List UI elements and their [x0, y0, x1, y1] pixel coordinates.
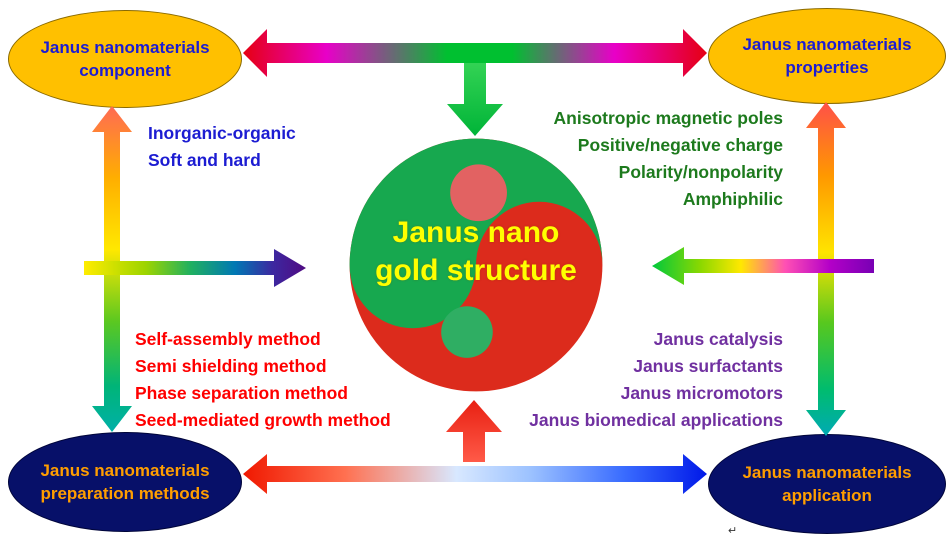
- node-properties-line2: properties: [785, 58, 869, 77]
- properties-item: Anisotropic magnetic poles: [553, 108, 783, 128]
- preparation-item: Self-assembly method: [135, 329, 321, 349]
- bottom-double-arrow-icon: [243, 454, 707, 494]
- node-application-line1: Janus nanomaterials: [742, 463, 912, 482]
- preparation-item: Semi shielding method: [135, 356, 327, 376]
- yin-yang-icon: [349, 138, 603, 392]
- node-properties-line1: Janus nanomaterials: [742, 35, 912, 54]
- down-arrow-icon: [447, 60, 503, 136]
- janus-yin-yang-figure: Janus nano gold structure: [347, 136, 605, 394]
- node-preparation: Janus nanomaterials preparation methods: [8, 432, 242, 532]
- up-arrow-icon: [446, 400, 502, 462]
- preparation-item: Phase separation method: [135, 383, 348, 403]
- properties-annotations: Anisotropic magnetic poles Positive/nega…: [554, 105, 783, 213]
- center-title-line2: gold structure: [375, 254, 577, 287]
- component-annotations: Inorganic-organic Soft and hard: [148, 120, 296, 174]
- node-preparation-line1: Janus nanomaterials: [40, 461, 210, 480]
- application-annotations: Janus catalysis Janus surfactants Janus …: [529, 326, 783, 434]
- node-component: Janus nanomaterials component: [8, 10, 242, 108]
- component-item: Inorganic-organic: [148, 123, 296, 143]
- mid-right-arrow-icon: [652, 247, 874, 285]
- application-item: Janus catalysis: [653, 329, 783, 349]
- node-application: Janus nanomaterials application: [708, 434, 946, 534]
- properties-item: Polarity/nonpolarity: [618, 162, 783, 182]
- node-component-line1: Janus nanomaterials: [40, 38, 210, 57]
- top-double-arrow-icon: [243, 29, 707, 77]
- mid-left-arrow-icon: [84, 249, 306, 287]
- application-item: Janus micromotors: [620, 383, 783, 403]
- preparation-annotations: Self-assembly method Semi shielding meth…: [135, 326, 391, 434]
- properties-item: Amphiphilic: [682, 189, 783, 209]
- node-preparation-line2: preparation methods: [40, 484, 210, 503]
- stray-cursor-mark: ↵: [728, 525, 738, 537]
- center-title-line1: Janus nano: [392, 216, 560, 249]
- node-component-line2: component: [79, 61, 171, 80]
- node-properties: Janus nanomaterials properties: [708, 8, 946, 104]
- application-item: Janus surfactants: [633, 356, 783, 376]
- component-item: Soft and hard: [148, 150, 261, 170]
- node-application-line2: application: [782, 486, 872, 505]
- center-title: Janus nano gold structure: [347, 214, 605, 290]
- properties-item: Positive/negative charge: [577, 135, 783, 155]
- preparation-item: Seed-mediated growth method: [135, 410, 391, 430]
- application-item: Janus biomedical applications: [529, 410, 783, 430]
